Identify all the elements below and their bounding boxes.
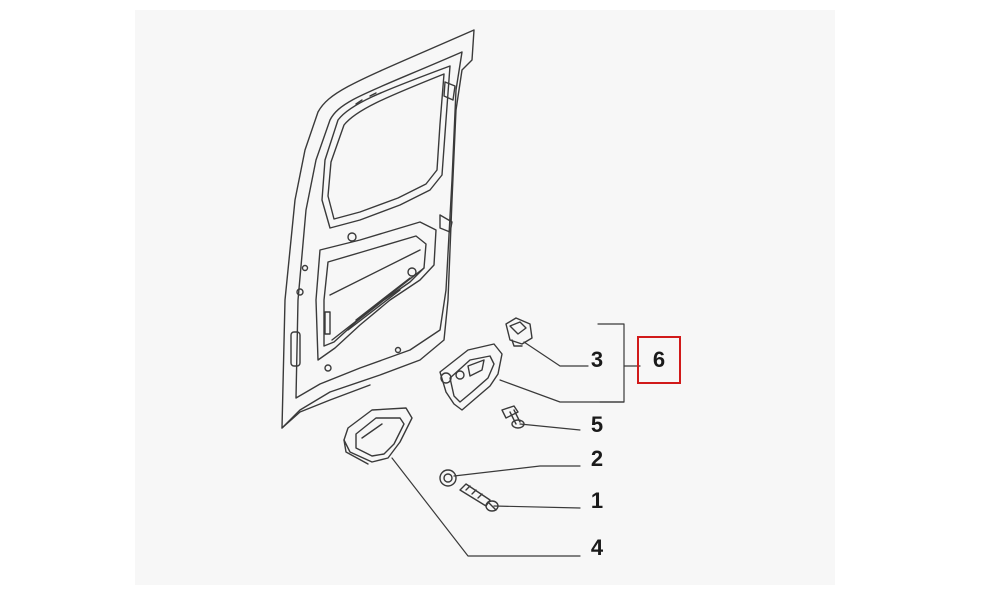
outer-handle-part <box>343 407 413 465</box>
callout-5: 5 <box>590 412 604 437</box>
nut-part <box>439 469 457 487</box>
door-panel <box>281 29 475 429</box>
screw-part-5 <box>501 405 525 429</box>
callout-2: 2 <box>590 446 604 471</box>
bolt-part <box>459 483 499 512</box>
callout-1: 1 <box>590 488 604 513</box>
inner-handle-assembly-part <box>439 343 503 411</box>
highlighted-callout-6: 6 <box>637 336 681 384</box>
leader-lines <box>391 323 641 557</box>
callout-4: 4 <box>590 535 604 560</box>
diagram-panel <box>135 10 835 585</box>
callout-3: 3 <box>590 347 604 372</box>
clip-part <box>505 317 533 347</box>
